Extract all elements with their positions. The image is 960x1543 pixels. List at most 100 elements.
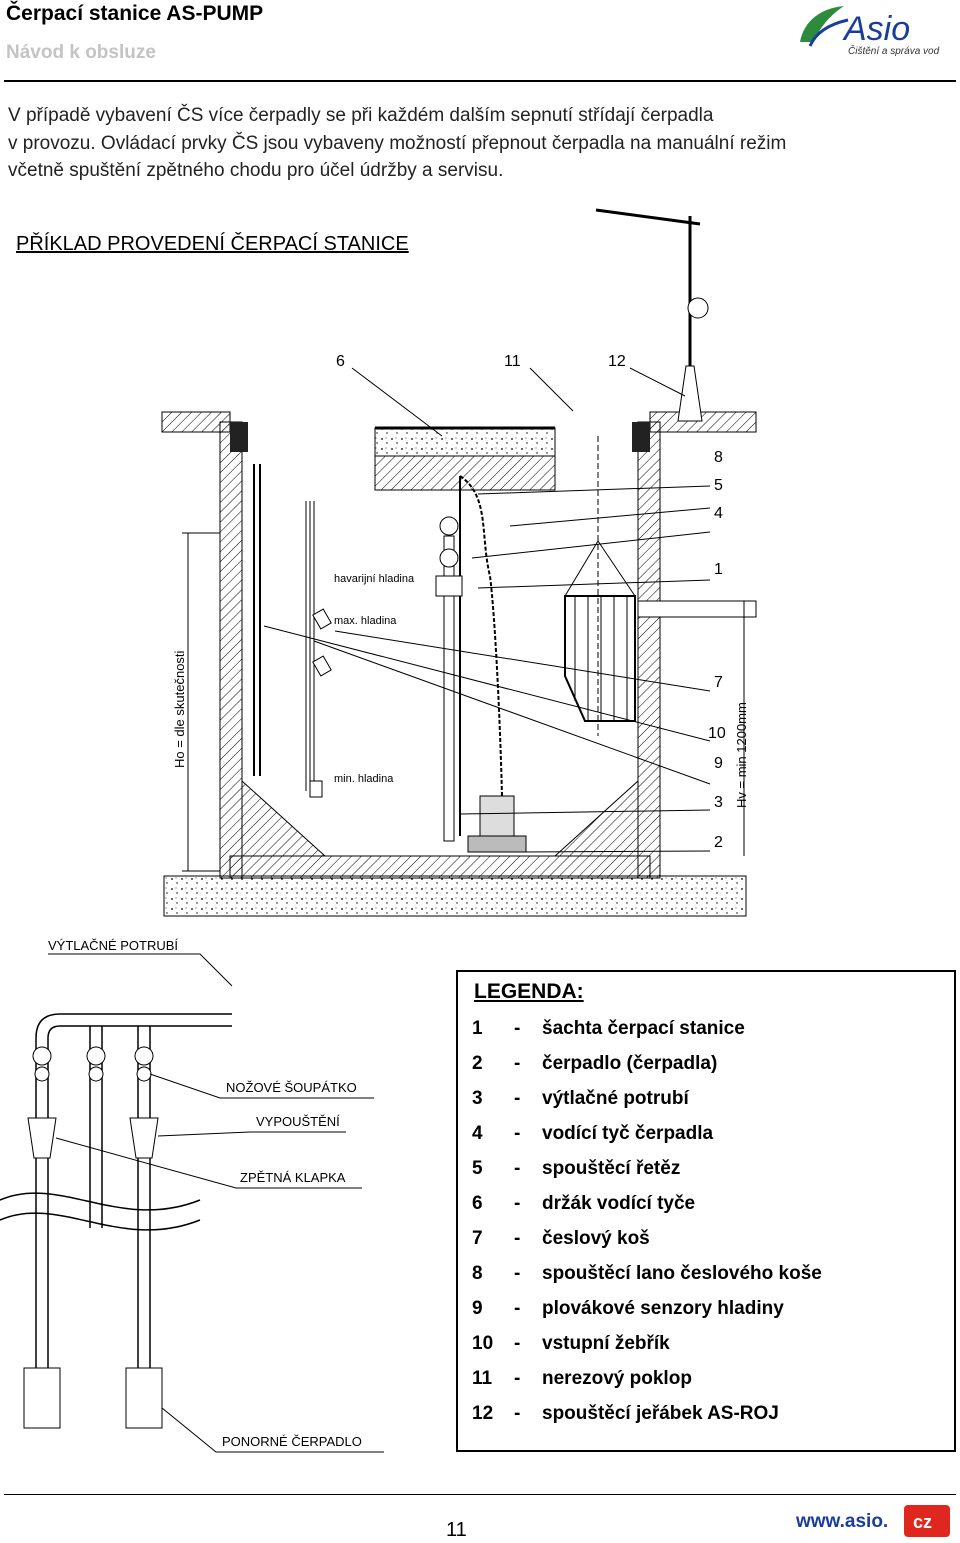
legend-item: 1-šachta čerpací stanice xyxy=(472,1014,745,1044)
logo-tagline: Čištění a správa vod xyxy=(848,44,940,57)
callout-8: 8 xyxy=(714,449,723,466)
drain-label: VYPOUŠTĚNÍ xyxy=(256,1114,340,1129)
check-valve-icon xyxy=(34,1066,50,1082)
submersible-pump-icon xyxy=(125,1367,163,1429)
callout-12: 12 xyxy=(608,353,626,370)
legend-item-text: vstupní žebřík xyxy=(542,1333,670,1354)
lifting-chain xyxy=(459,475,503,797)
callout-11: 11 xyxy=(504,353,521,370)
legend-item-text: výtlačné potrubí xyxy=(542,1088,689,1109)
legend-item-number: 1 xyxy=(472,1018,483,1039)
legend-item-text: držák vodící tyče xyxy=(542,1193,696,1214)
legend-item: 5-spouštěcí řetěz xyxy=(472,1154,680,1184)
valves xyxy=(27,1046,159,1159)
legend-item-text: plovákové senzory hladiny xyxy=(542,1298,784,1319)
pipe-runs xyxy=(0,1013,232,1368)
lifting-crane xyxy=(595,208,709,422)
check-valve-label: ZPĚTNÁ KLAPKA xyxy=(240,1170,346,1185)
inflow-pipe xyxy=(637,600,757,618)
wall-top-left xyxy=(230,422,248,452)
website-prefix: www.asio. xyxy=(795,1511,888,1532)
valve-icon xyxy=(439,516,459,536)
example-heading: PŘÍKLAD PROVEDENÍ ČERPACÍ STANICE xyxy=(16,233,409,255)
logo-wordmark: Asio xyxy=(842,10,910,48)
legend-item: 7-česlový koš xyxy=(472,1224,650,1254)
knife-gate-valve-label: NOŽOVÉ ŠOUPÁTKO xyxy=(226,1080,357,1095)
shaft-wall-left xyxy=(219,421,243,879)
knife-gate-valve-icon xyxy=(134,1046,154,1066)
emergency-level-label: havarijní hladina xyxy=(334,573,415,585)
check-valve-icon xyxy=(435,575,463,597)
legend-item-text: spouštěcí lano česlového koše xyxy=(542,1263,822,1284)
shaft-cover xyxy=(374,427,556,457)
legend-item-number: 10 xyxy=(472,1333,494,1354)
footer-divider xyxy=(4,1494,956,1495)
legend-item: 6-držák vodící tyče xyxy=(472,1189,695,1219)
sump-fillet-left xyxy=(241,779,327,857)
valve-icon xyxy=(439,548,459,568)
legend-item: 4-vodící tyč čerpadla xyxy=(472,1119,713,1149)
callout-4: 4 xyxy=(714,505,723,522)
legend-item: 11-nerezový poklop xyxy=(472,1364,692,1394)
legend-item-text: spouštěcí jeřábek AS-ROJ xyxy=(542,1403,779,1424)
legend-item-text: nerezový poklop xyxy=(542,1368,692,1389)
winch-icon xyxy=(687,297,709,319)
legend-box: LEGENDA: 1-šachta čerpací stanice 2-čerp… xyxy=(456,970,956,1452)
intro-paragraph: V případě vybavení ČS více čerpadly se p… xyxy=(8,102,948,185)
legend-item-number: 11 xyxy=(472,1368,493,1389)
legend-item-text: česlový koš xyxy=(542,1228,650,1249)
callout-7: 7 xyxy=(714,674,723,691)
callout-2: 2 xyxy=(714,834,723,851)
pipe-drawing-title: VÝTLAČNÉ POTRUBÍ xyxy=(48,938,178,953)
legend-item-number: 4 xyxy=(472,1123,483,1144)
intro-line: V případě vybavení ČS více čerpadly se p… xyxy=(8,105,714,126)
legend-item-text: šachta čerpací stanice xyxy=(542,1018,745,1039)
legend-item-number: 7 xyxy=(472,1228,483,1249)
legend-item-text: vodící tyč čerpadla xyxy=(542,1123,714,1144)
knife-gate-valve-icon xyxy=(86,1046,106,1066)
pipe-label-leaders xyxy=(55,1073,384,1453)
legend-item: 9-plovákové senzory hladiny xyxy=(472,1294,784,1324)
callout-3: 3 xyxy=(714,794,723,811)
pressure-pipe xyxy=(443,535,455,842)
wall-top-right xyxy=(632,422,650,452)
cover-frame xyxy=(374,455,556,491)
station-cross-section-drawing: havarijní hladina max. hladina min. hlad… xyxy=(161,208,757,917)
submersible-pump xyxy=(467,795,527,853)
shaft-wall-right xyxy=(637,421,661,879)
document-title: Čerpací stanice AS-PUMP xyxy=(6,2,264,25)
legend-item: 8-spouštěcí lano česlového koše xyxy=(472,1259,822,1289)
ground-surface-right xyxy=(649,411,757,433)
float-switches xyxy=(305,501,332,798)
website-suffix: cz xyxy=(913,1512,932,1532)
legend-item-number: 2 xyxy=(472,1053,483,1074)
knife-gate-valve-icon xyxy=(32,1046,52,1066)
shaft-floor xyxy=(229,855,651,879)
callout-1: 1 xyxy=(714,561,723,578)
legend-item: 10-vstupní žebřík xyxy=(472,1329,670,1359)
callout-9: 9 xyxy=(714,755,723,772)
header-divider xyxy=(4,80,956,82)
screen-basket xyxy=(564,540,636,722)
legend-title: LEGENDA: xyxy=(474,980,584,1003)
callout-6: 6 xyxy=(336,353,345,370)
check-valve-icon xyxy=(88,1066,104,1082)
website-logo: www.asio. cz xyxy=(795,1505,950,1537)
intro-line: včetně spuštění zpětného chodu pro účel … xyxy=(8,160,504,181)
submersible-pump-label: PONORNÉ ČERPADLO xyxy=(222,1434,362,1449)
legend-item: 3-výtlačné potrubí xyxy=(472,1084,689,1114)
pressure-pipe-detail-drawing: VÝTLAČNÉ POTRUBÍ NOŽOVÉ ŠOUPÁTKO VYPOUŠT… xyxy=(0,938,384,1453)
document-subtitle: Návod k obsluze xyxy=(6,42,156,63)
legend-item-number: 6 xyxy=(472,1193,483,1214)
sump-fillet-right xyxy=(553,779,639,857)
legend-item: 2-čerpadlo (čerpadla) xyxy=(472,1049,717,1079)
submersible-pump-icon xyxy=(23,1367,61,1429)
legend-item-number: 5 xyxy=(472,1158,483,1179)
legend-item-number: 3 xyxy=(472,1088,483,1109)
dimension-ho-label: Ho = dle skutečnosti xyxy=(172,650,187,768)
legend-item: 12-spouštěcí jeřábek AS-ROJ xyxy=(472,1399,779,1429)
base-slab xyxy=(163,875,747,917)
callout-leaders xyxy=(263,367,711,853)
legend-item-text: spouštěcí řetěz xyxy=(542,1158,681,1179)
website-badge xyxy=(904,1505,950,1537)
